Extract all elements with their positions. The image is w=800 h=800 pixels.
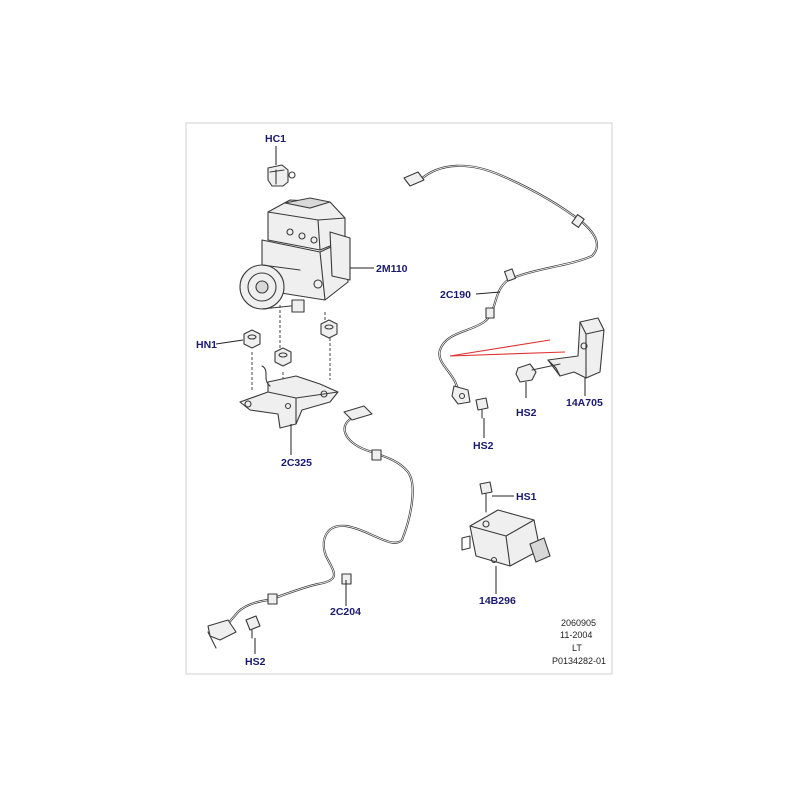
- 2c204-sensor-cable-part: [207, 405, 414, 649]
- hs2-right-bolt-part: [515, 363, 561, 383]
- abs-module-part: [239, 197, 351, 313]
- hc1-clip-part: [267, 164, 296, 187]
- 2c190-label: 2C190: [440, 289, 471, 301]
- hs2-mid-bolt-part: [475, 397, 489, 419]
- hn1-leader: [215, 339, 244, 345]
- hs2-mid-label: HS2: [473, 440, 494, 452]
- hs2-left-bolt-part: [245, 615, 261, 639]
- 2c325-label: 2C325: [281, 457, 312, 469]
- reference-line-1: 2060905: [561, 618, 596, 628]
- reference-line-4: P0134282-01: [552, 656, 606, 666]
- highlight-line-1: [449, 339, 551, 357]
- reference-line-2: 11-2004: [560, 630, 592, 640]
- 2c190-sensor-cable-part: [403, 164, 599, 405]
- center-nut-part: [274, 347, 292, 367]
- 2c325-bracket-part: [239, 365, 339, 429]
- 14a705-bracket-part: [547, 317, 605, 379]
- hs2-left-label: HS2: [245, 656, 266, 668]
- 14b296-sensor-module-part: [461, 509, 551, 567]
- 14a705-label: 14A705: [566, 397, 603, 409]
- 2c190-leader: [475, 291, 501, 295]
- hs2-right-label: HS2: [516, 407, 537, 419]
- highlight-line-2: [449, 351, 566, 357]
- hn1-label: HN1: [196, 339, 217, 351]
- right-nut-part: [320, 319, 338, 339]
- 2m110-label: 2M110: [376, 263, 408, 275]
- hs1-label: HS1: [516, 491, 537, 503]
- hs1-bolt-part: [479, 481, 493, 513]
- 2c204-label: 2C204: [330, 606, 361, 618]
- reference-line-3: LT: [572, 643, 582, 653]
- 14b296-label: 14B296: [479, 595, 516, 607]
- hc1-label: HC1: [265, 133, 286, 145]
- hn1-nut-part: [243, 329, 261, 349]
